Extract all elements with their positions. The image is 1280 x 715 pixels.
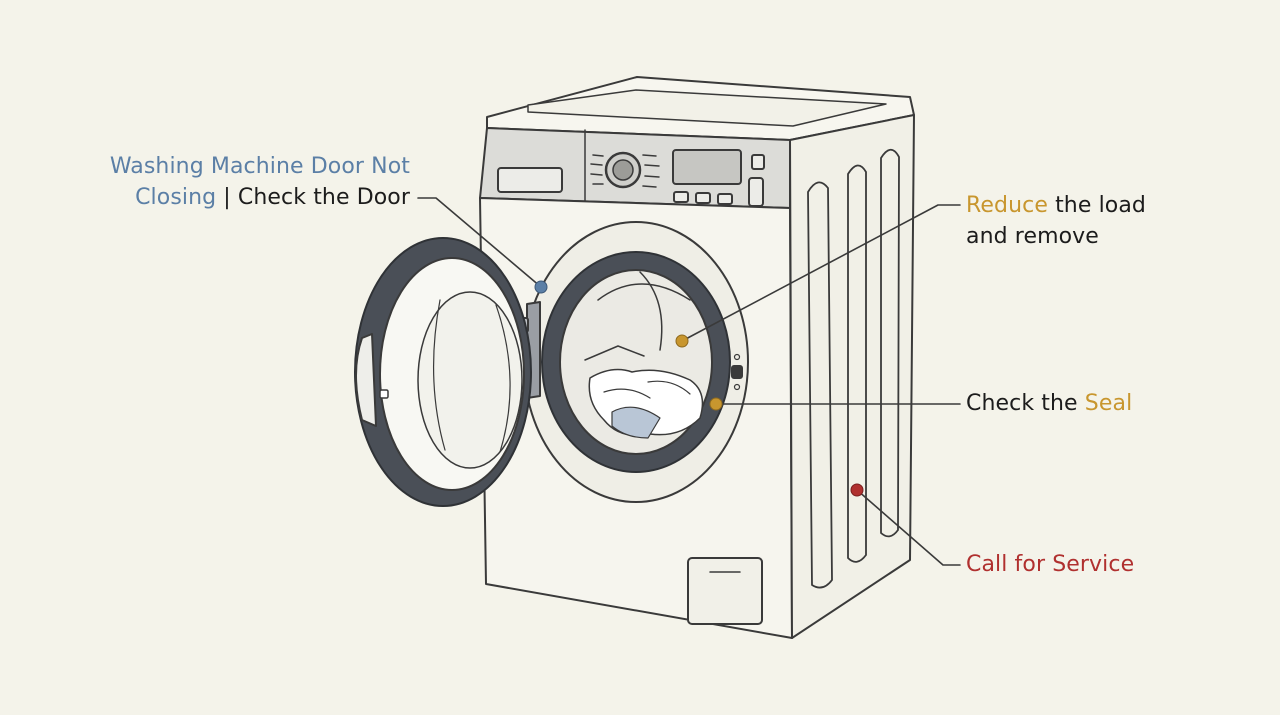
drum-dot-icon — [675, 334, 689, 348]
panel-button — [748, 177, 764, 207]
door-latch-dot-icon — [534, 280, 548, 294]
callout-load-rest: the load — [1047, 193, 1146, 218]
panel-button — [751, 154, 765, 170]
leader-line-load — [681, 204, 961, 342]
machine-side-body — [789, 114, 915, 639]
panel-button — [673, 191, 689, 203]
callout-load: Reduce the load and remove — [966, 190, 1146, 252]
callout-service-text: Call for Service — [966, 552, 1135, 577]
filter-hatch — [687, 557, 763, 625]
callout-service: Call for Service — [966, 549, 1134, 580]
service-dot-icon — [850, 483, 864, 497]
door-handle — [355, 333, 377, 427]
callout-load-highlight: Reduce — [966, 193, 1048, 218]
seal-dot-icon — [709, 397, 723, 411]
callout-seal-prefix: Check the — [966, 391, 1085, 416]
callout-load-line2: and remove — [966, 224, 1099, 249]
callout-door-rest: Check the Door — [237, 185, 410, 210]
leader-line-door — [417, 197, 542, 288]
dial-markings — [590, 154, 660, 188]
panel-button — [695, 192, 711, 204]
callout-door: Washing Machine Door Not Closing | Check… — [60, 151, 410, 213]
door-lock-slot — [731, 365, 743, 379]
display-screen — [672, 149, 742, 185]
callout-door-separator: | — [216, 185, 238, 210]
callout-door-highlight-line1: Washing Machine Door Not — [109, 154, 410, 179]
side-ribs — [807, 148, 900, 589]
leader-line-service — [856, 489, 961, 566]
panel-button — [717, 193, 733, 205]
machine-top-inner — [527, 89, 887, 127]
callout-seal: Check the Seal — [966, 388, 1132, 419]
callout-seal-highlight: Seal — [1084, 391, 1133, 416]
callout-door-highlight-line2: Closing — [135, 185, 217, 210]
detergent-drawer — [497, 167, 563, 193]
